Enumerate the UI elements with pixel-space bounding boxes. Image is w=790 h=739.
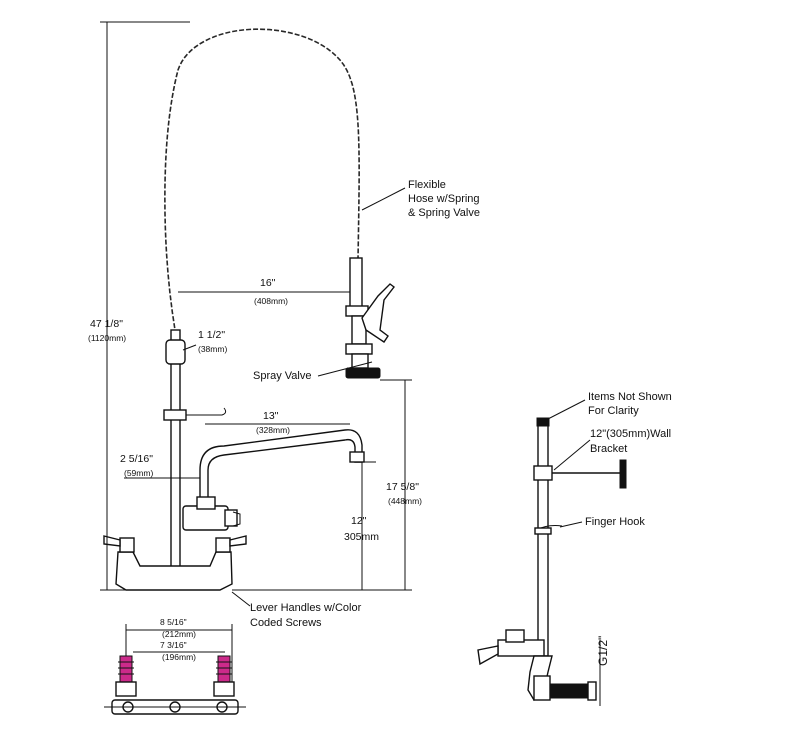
items-not-shown-2: For Clarity bbox=[588, 405, 639, 417]
riser-dia-dim: 1 1/2" bbox=[198, 329, 225, 341]
riser-collar bbox=[165, 339, 186, 365]
finger-hook-label: Finger Hook bbox=[585, 516, 645, 528]
hose-label-3: & Spring Valve bbox=[408, 207, 480, 219]
main-faucet-assembly bbox=[103, 26, 395, 591]
valve-height-dim-mm: (448mm) bbox=[388, 496, 422, 506]
spout-height-dim: 12" bbox=[351, 515, 367, 527]
outer-centers-dim: 8 5/16" bbox=[160, 617, 187, 627]
swing-spout bbox=[199, 429, 363, 501]
lever-handles-label-1: Lever Handles w/Color bbox=[250, 602, 362, 614]
spout-reach-dim: 13" bbox=[263, 410, 279, 422]
main-dimension-lines bbox=[100, 21, 412, 607]
wall-bracket-label-2: Bracket bbox=[590, 443, 627, 455]
valve-height-dim: 17 5/8" bbox=[386, 481, 419, 493]
overall-height-dim: 47 1/8" bbox=[90, 318, 123, 330]
side-riser bbox=[537, 423, 549, 657]
spring-coil bbox=[161, 26, 363, 331]
overall-height-dim-mm: (1120mm) bbox=[88, 333, 126, 343]
riser-finger-hook bbox=[164, 407, 227, 416]
spout-height-dim-mm: 305mm bbox=[344, 531, 379, 543]
hose-reach-dim: 16" bbox=[260, 277, 276, 289]
spout-offset-dim: 2 5/16" bbox=[120, 453, 153, 465]
riser-pipe bbox=[170, 329, 181, 571]
spout-offset-dim-mm: (59mm) bbox=[124, 468, 153, 478]
right-coded-screw bbox=[217, 655, 231, 683]
right-lever-handle bbox=[229, 535, 247, 547]
inner-centers-dim: 7 3/16" bbox=[160, 640, 187, 650]
left-coded-screw bbox=[119, 655, 133, 683]
hose-label-2: Hose w/Spring bbox=[408, 193, 480, 205]
inner-centers-dim-mm: (196mm) bbox=[162, 652, 196, 662]
hose-reach-dim-mm: (408mm) bbox=[254, 296, 288, 306]
left-lever-handle bbox=[103, 535, 121, 547]
riser-dia-dim-mm: (38mm) bbox=[198, 344, 227, 354]
wall-mount-body bbox=[115, 551, 233, 591]
thread-spec-label: G1/2" bbox=[596, 636, 610, 666]
lever-handles-label-2: Coded Screws bbox=[250, 617, 322, 629]
spout-reach-dim-mm: (328mm) bbox=[256, 425, 290, 435]
side-view-assembly bbox=[477, 417, 627, 706]
outer-centers-dim-mm: (212mm) bbox=[162, 629, 196, 639]
spray-valve bbox=[345, 257, 395, 379]
wall-bracket-label-1: 12"(305mm)Wall bbox=[590, 428, 671, 440]
spray-valve-label: Spray Valve bbox=[253, 370, 312, 382]
side-lever-handle bbox=[477, 645, 499, 666]
items-not-shown-1: Items Not Shown bbox=[588, 391, 672, 403]
top-view-assembly: 8 5/16" (212mm) 7 3/16" (196mm) bbox=[104, 617, 246, 715]
hose-label-1: Flexible bbox=[408, 179, 446, 191]
